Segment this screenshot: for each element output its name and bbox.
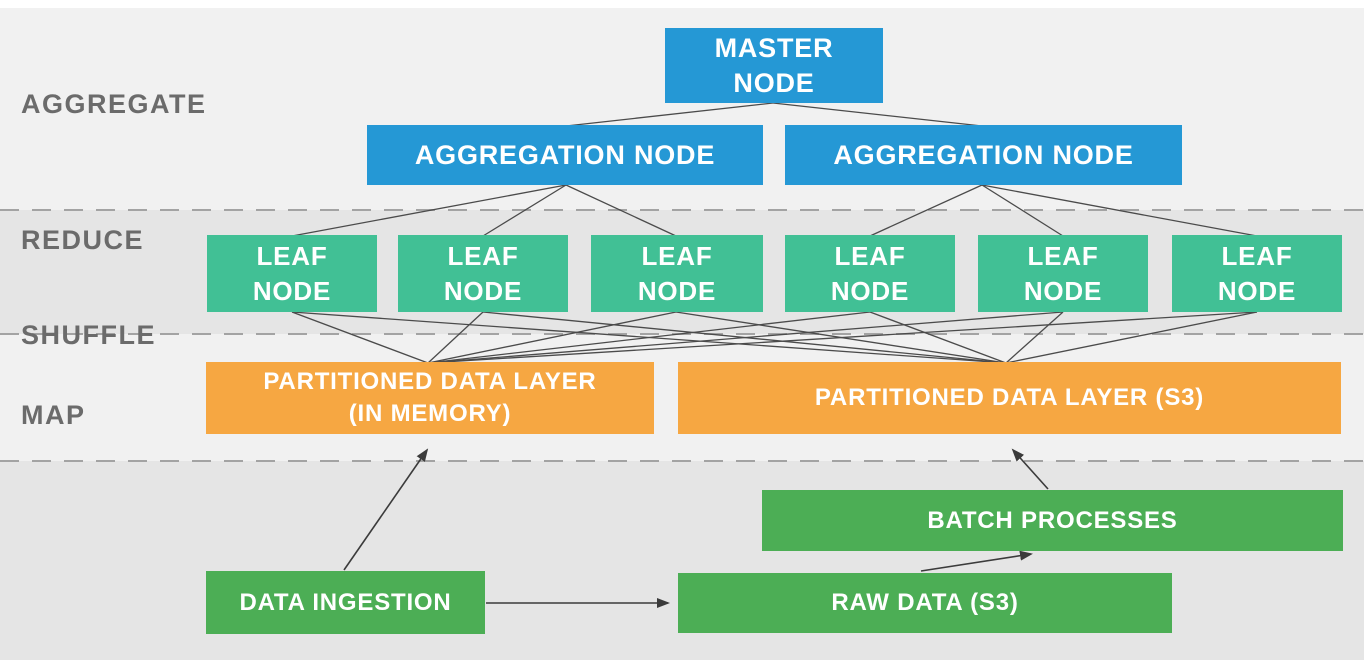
partitioned-data-layer-s3: PARTITIONED DATA LAYER (S3) xyxy=(678,362,1341,434)
aggregation-node-left-label: AGGREGATION NODE xyxy=(414,139,716,170)
leaf-node-4-line2: NODE xyxy=(830,275,910,306)
aggregation-node-left: AGGREGATION NODE xyxy=(367,125,763,185)
leaf-node-5: LEAF NODE xyxy=(978,235,1148,312)
stage-label-shuffle: SHUFFLE xyxy=(21,320,156,350)
leaf-node-1-line2: NODE xyxy=(252,275,332,306)
partitioned-memory-line2: (IN MEMORY) xyxy=(348,400,512,427)
partitioned-data-layer-memory: PARTITIONED DATA LAYER (IN MEMORY) xyxy=(206,362,654,434)
data-ingestion-label: DATA INGESTION xyxy=(239,588,452,616)
leaf-node-4: LEAF NODE xyxy=(785,235,955,312)
leaf-node-1-line1: LEAF xyxy=(256,240,328,271)
leaf-node-6: LEAF NODE xyxy=(1172,235,1342,312)
batch-processes-node: BATCH PROCESSES xyxy=(762,490,1343,551)
leaf-node-4-line1: LEAF xyxy=(834,240,906,271)
stage-label-reduce: REDUCE xyxy=(21,225,145,255)
aggregation-node-right: AGGREGATION NODE xyxy=(785,125,1182,185)
stage-label-map: MAP xyxy=(21,400,86,430)
batch-processes-label: BATCH PROCESSES xyxy=(927,506,1178,534)
raw-data-label: RAW DATA (S3) xyxy=(831,589,1019,616)
leaf-node-5-line1: LEAF xyxy=(1027,240,1099,271)
master-node-label-line1: MASTER xyxy=(714,32,834,63)
partitioned-s3-label: PARTITIONED DATA LAYER (S3) xyxy=(814,384,1205,411)
leaf-node-5-line2: NODE xyxy=(1023,275,1103,306)
partitioned-memory-line1: PARTITIONED DATA LAYER xyxy=(263,368,597,395)
stage-label-aggregate: AGGREGATE xyxy=(21,89,207,119)
leaf-node-2-line2: NODE xyxy=(443,275,523,306)
master-node-label-line2: NODE xyxy=(733,67,815,98)
leaf-node-1: LEAF NODE xyxy=(207,235,377,312)
raw-data-node: RAW DATA (S3) xyxy=(678,573,1172,633)
leaf-node-6-line2: NODE xyxy=(1217,275,1297,306)
leaf-node-3-line1: LEAF xyxy=(641,240,713,271)
master-node: MASTER NODE xyxy=(665,28,883,103)
leaf-node-3: LEAF NODE xyxy=(591,235,763,312)
leaf-node-2: LEAF NODE xyxy=(398,235,568,312)
leaf-node-2-line1: LEAF xyxy=(447,240,519,271)
leaf-node-6-line1: LEAF xyxy=(1221,240,1293,271)
leaf-node-3-line2: NODE xyxy=(637,275,717,306)
aggregation-node-right-label: AGGREGATION NODE xyxy=(833,139,1134,170)
data-ingestion-node: DATA INGESTION xyxy=(206,571,485,634)
